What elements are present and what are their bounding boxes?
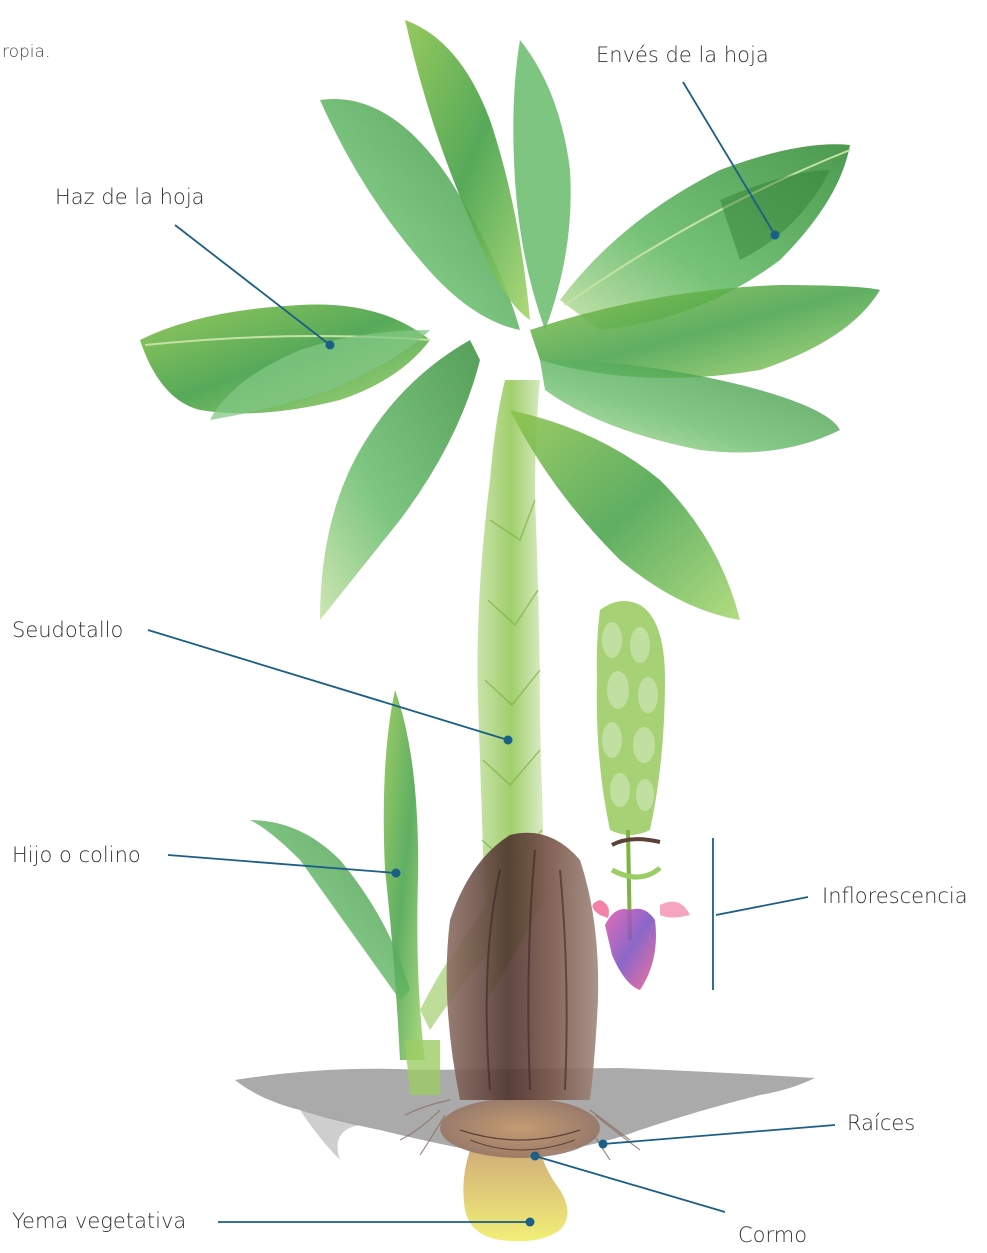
label-enves: Envés de la hoja — [596, 45, 769, 66]
label-hijo: Hijo o colino — [12, 845, 141, 866]
label-raices: Raíces — [847, 1113, 915, 1134]
corm — [440, 1098, 600, 1158]
caption-fragment: ropia. — [2, 44, 50, 61]
label-inflorescencia: Inflorescencia — [822, 886, 968, 907]
vegetative-bud — [463, 1150, 567, 1241]
label-haz: Haz de la hoja — [55, 187, 205, 208]
label-cormo: Cormo — [738, 1225, 807, 1246]
fruit-bunch — [597, 601, 665, 940]
inflorescence — [593, 900, 691, 990]
label-yema: Yema vegetativa — [12, 1211, 186, 1232]
label-seudotallo: Seudotallo — [12, 620, 123, 641]
trunk-base — [447, 833, 599, 1100]
